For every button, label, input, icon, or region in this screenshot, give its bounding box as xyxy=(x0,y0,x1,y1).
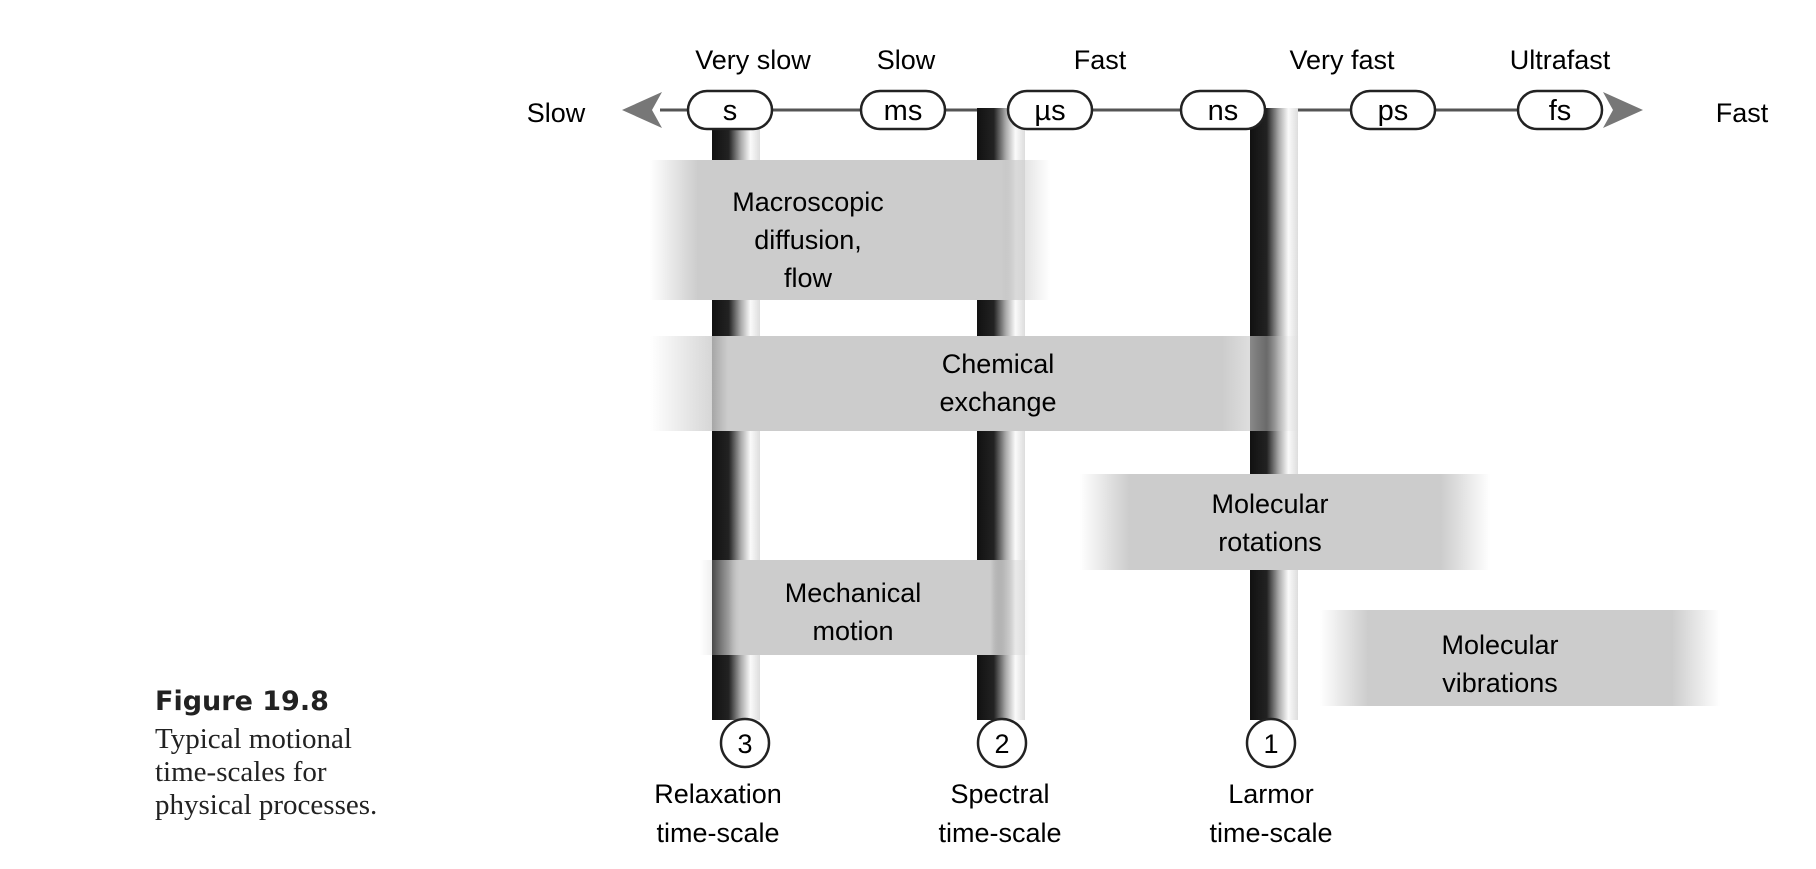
time-unit-oval-3 xyxy=(1006,89,1094,131)
process-label-3-line-1: Molecular xyxy=(1211,489,1328,519)
axis-right-label: Fast xyxy=(1716,98,1769,128)
process-band-4 xyxy=(700,560,1030,655)
speed-label-3: Fast xyxy=(1074,45,1127,75)
fast-arrowhead xyxy=(1603,92,1643,128)
speed-label-1: Very slow xyxy=(695,45,811,75)
time-unit-oval-4 xyxy=(1179,89,1267,131)
process-label-1-line-3: flow xyxy=(784,263,833,293)
caption-text: Typical motional time-scales for physica… xyxy=(155,723,378,821)
time-unit-oval-6 xyxy=(1516,89,1604,131)
process-label-1-line-1: Macroscopic xyxy=(732,187,884,217)
speed-label-2: Slow xyxy=(877,45,936,75)
time-unit-label-4: ns xyxy=(1208,95,1239,127)
speed-label-5: Ultrafast xyxy=(1510,45,1611,75)
process-band-3 xyxy=(1080,474,1490,570)
process-label-3-line-2: rotations xyxy=(1218,527,1322,557)
process-label-4-line-1: Mechanical xyxy=(785,578,922,608)
process-band-5 xyxy=(1320,610,1720,706)
timescale-label-1-line-1: Larmor xyxy=(1228,779,1314,809)
time-unit-label-2: ms xyxy=(884,95,923,127)
timescale-circle-2 xyxy=(976,717,1028,769)
time-unit-oval-2 xyxy=(859,89,947,131)
time-unit-label-6: fs xyxy=(1549,95,1572,127)
process-band-1 xyxy=(650,160,1050,300)
figure-caption: Figure 19.8 Typical motional time-scales… xyxy=(155,686,455,822)
time-unit-label-3: µs xyxy=(1034,95,1065,127)
timescale-label-2-line-2: time-scale xyxy=(938,818,1061,848)
timescale-number-2: 2 xyxy=(994,729,1009,759)
timescale-label-3-line-1: Relaxation xyxy=(654,779,782,809)
time-unit-ovals: s ms µs ns ps fs xyxy=(686,89,1604,131)
timescale-label-2-line-1: Spectral xyxy=(950,779,1049,809)
timescale-number-1: 1 xyxy=(1263,729,1278,759)
process-label-5-line-1: Molecular xyxy=(1441,630,1558,660)
slow-arrowhead xyxy=(622,92,662,128)
speed-labels: Very slow Slow Fast Very fast Ultrafast xyxy=(695,45,1611,75)
time-unit-oval-1 xyxy=(686,89,774,131)
process-label-1-line-2: diffusion, xyxy=(754,225,862,255)
process-label-2-line-1: Chemical xyxy=(942,349,1055,379)
timescale-label-3-line-2: time-scale xyxy=(656,818,779,848)
time-unit-label-1: s xyxy=(723,95,738,127)
axis-left-label: Slow xyxy=(527,98,586,128)
speed-label-4: Very fast xyxy=(1289,45,1395,75)
timescale-number-3: 3 xyxy=(737,729,752,759)
time-unit-label-5: ps xyxy=(1378,95,1409,127)
process-label-2-line-2: exchange xyxy=(939,387,1056,417)
process-label-4-line-2: motion xyxy=(812,616,893,646)
caption-title: Figure 19.8 xyxy=(155,686,329,717)
time-unit-oval-5 xyxy=(1349,89,1437,131)
process-label-5-line-2: vibrations xyxy=(1442,668,1558,698)
timescale-circle-1 xyxy=(1245,717,1297,769)
process-band-2 xyxy=(650,336,1300,431)
timescale-label-1-line-2: time-scale xyxy=(1209,818,1332,848)
timescale-circle-3 xyxy=(719,717,771,769)
